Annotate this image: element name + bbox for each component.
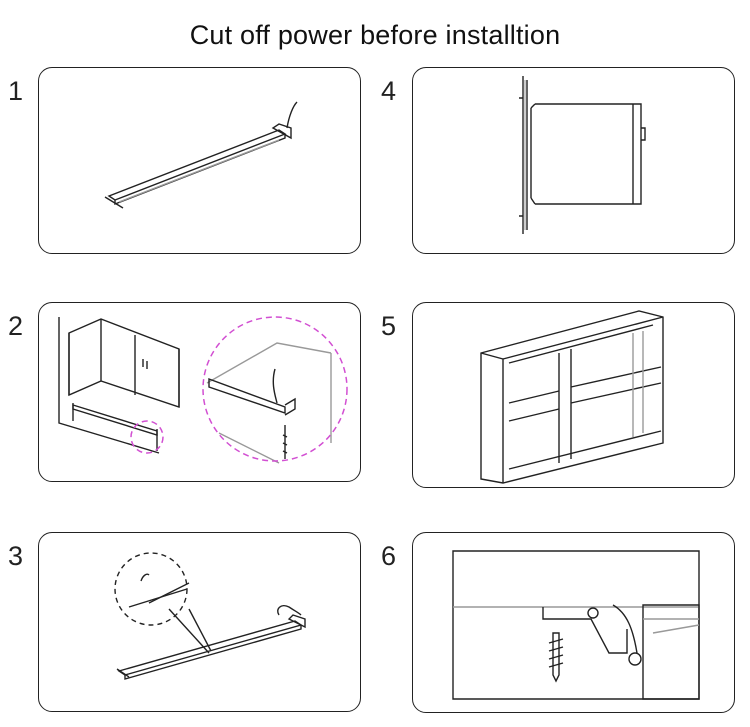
mirror-side-illustration: [519, 76, 646, 234]
step-2-panel: [38, 302, 361, 482]
step-number-2: 2: [8, 311, 24, 341]
bracket-screw-illustration: [452, 550, 700, 700]
cabinet-mounting-illustration: [58, 316, 348, 464]
step-3-panel: [38, 532, 361, 712]
page-title: Cut off power before installtion: [189, 20, 561, 50]
clip-detail-illustration: [114, 552, 306, 680]
light-bar-illustration: [104, 101, 298, 209]
step-number-6: 6: [381, 541, 397, 571]
step-number-4: 4: [381, 76, 397, 106]
step-number-5: 5: [381, 311, 397, 341]
step-1-panel: [38, 67, 361, 254]
step-6-panel: [412, 532, 735, 713]
step-5-panel: [412, 302, 735, 488]
step-number-3: 3: [8, 541, 24, 571]
step-4-panel: [412, 67, 735, 254]
step-number-1: 1: [8, 76, 24, 106]
cabinet-shelves-illustration: [480, 310, 664, 484]
